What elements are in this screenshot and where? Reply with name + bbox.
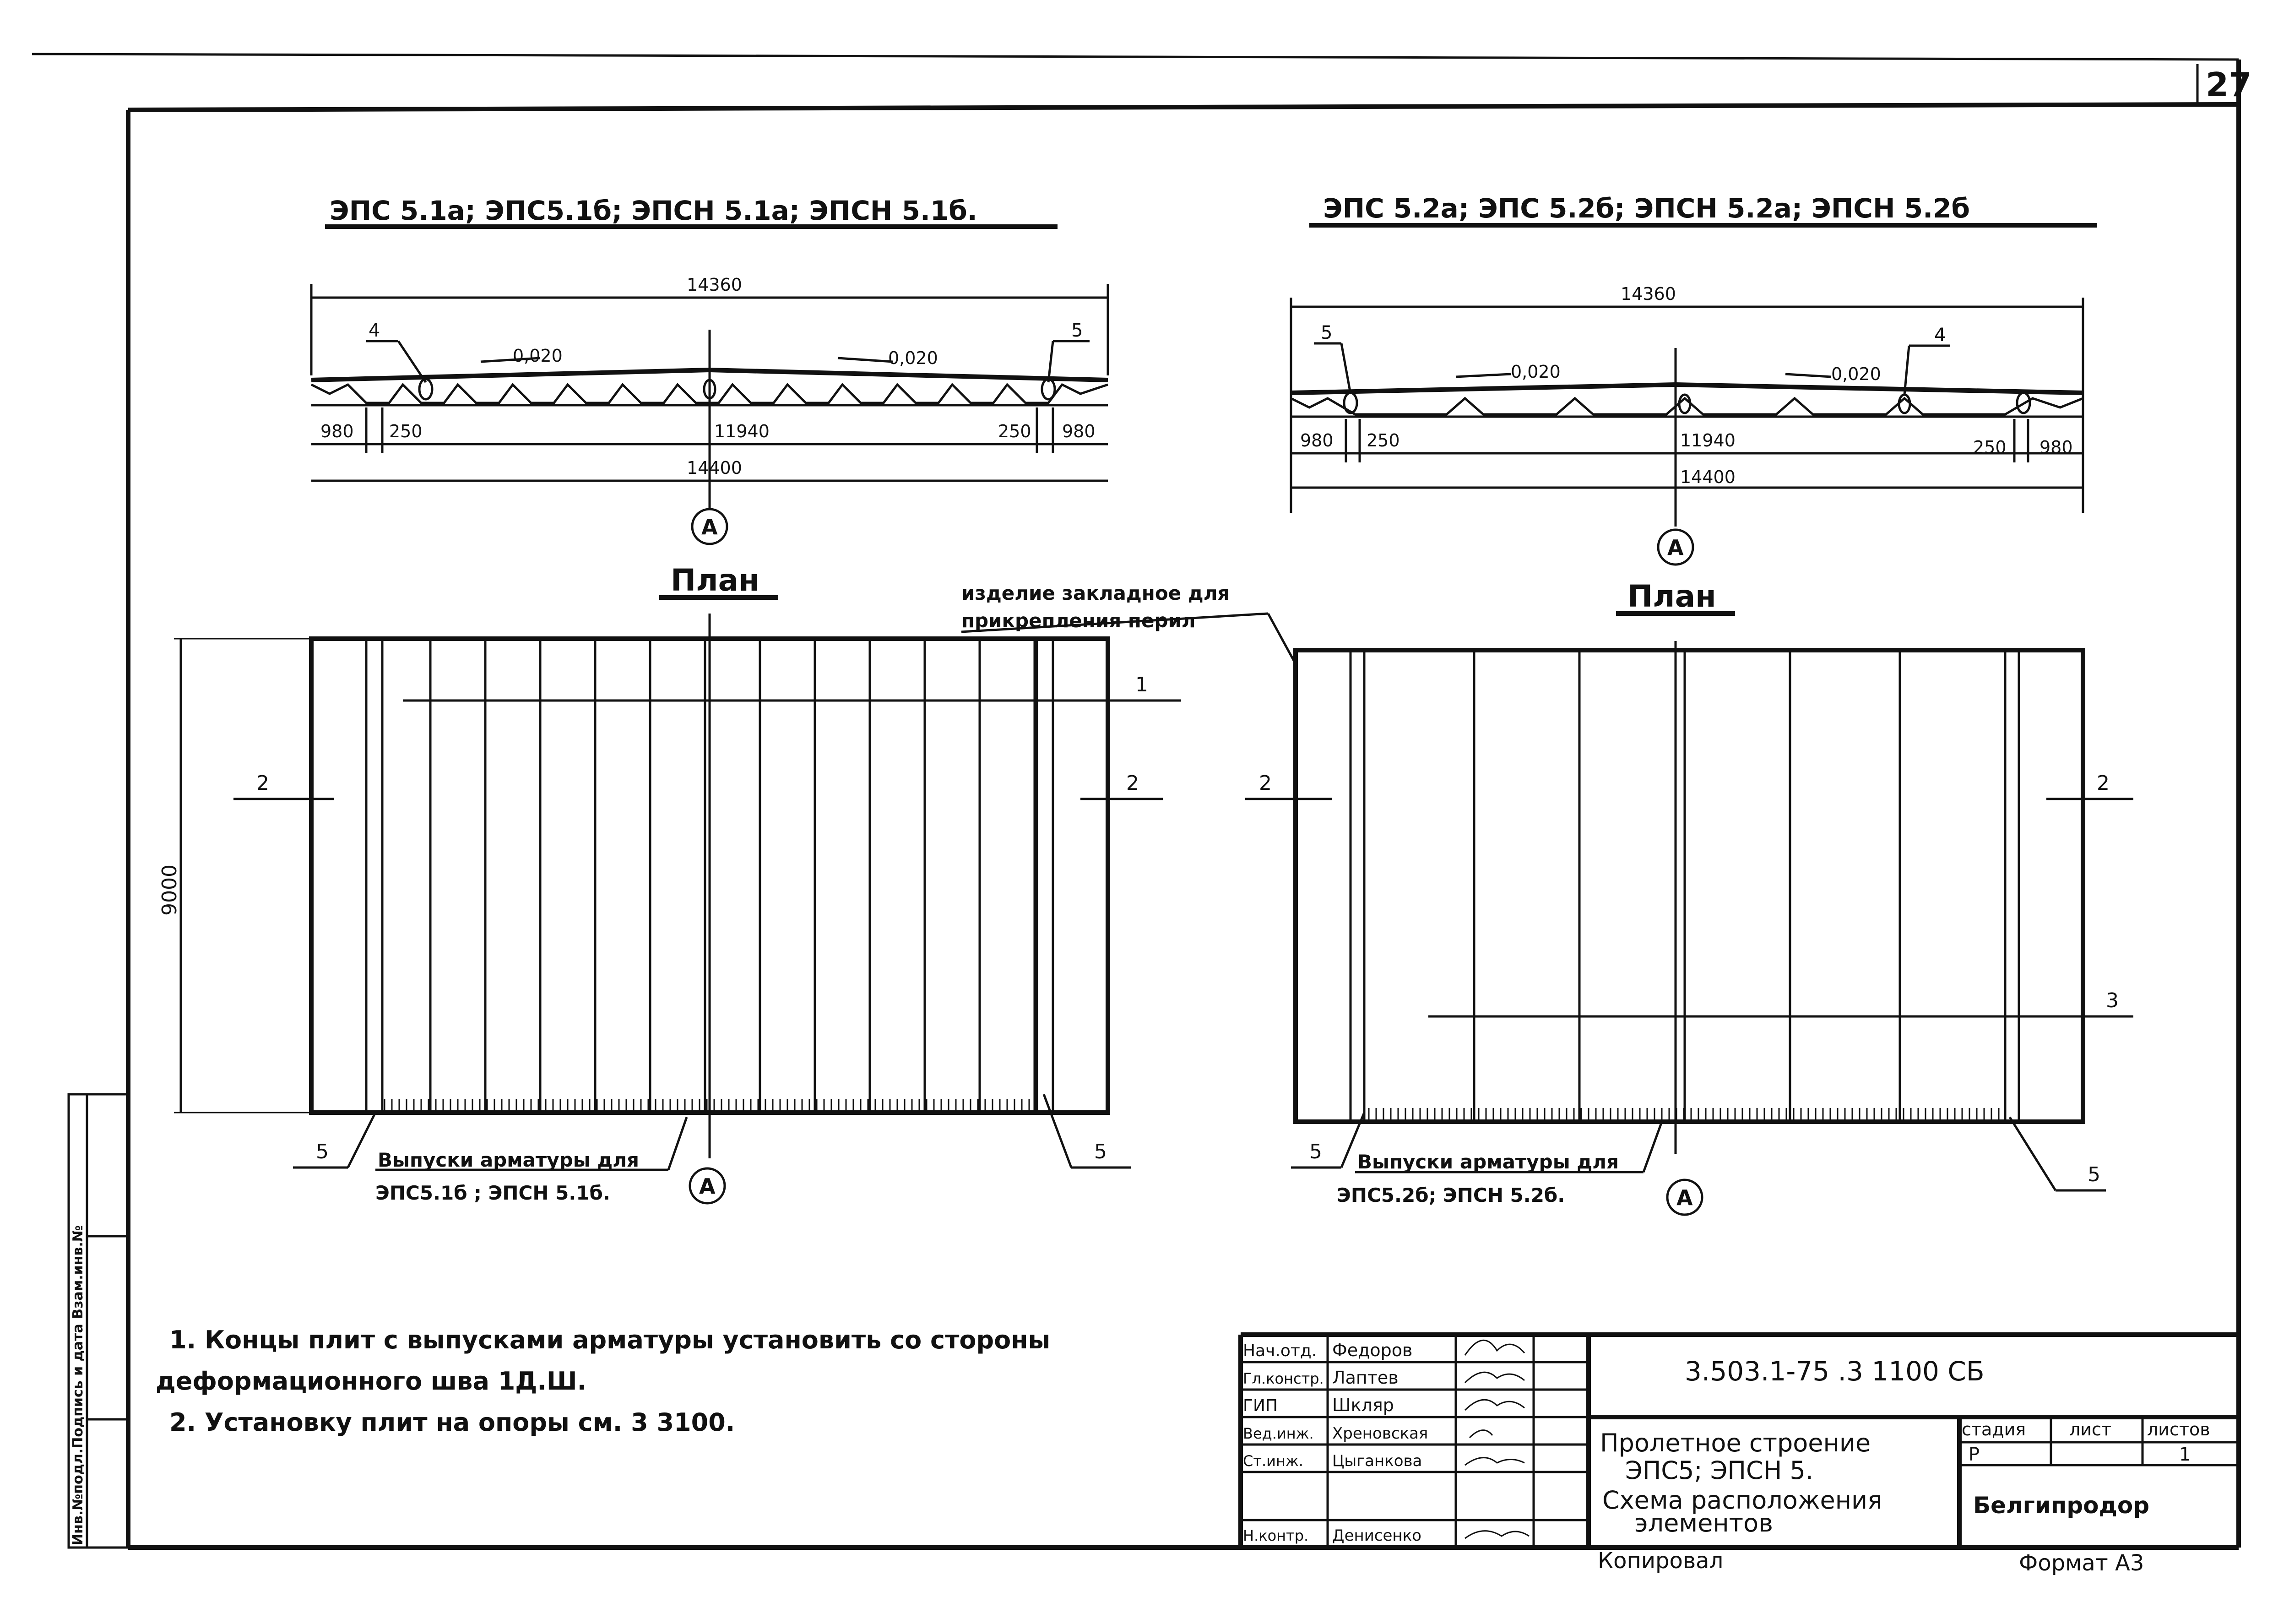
right-plan-axis: А [1676, 1185, 1693, 1210]
tb-desc-2: ЭПС5; ЭПСН 5. [1625, 1456, 1813, 1485]
left-plan-title: План [671, 563, 759, 598]
left-label-2-l: 2 [256, 771, 269, 795]
right-label-5-r: 5 [2088, 1163, 2100, 1186]
tb-desc-4: элементов [1634, 1509, 1773, 1537]
tb-format: Формат А3 [2019, 1550, 2144, 1576]
tb-stage-hdr: стадия [1962, 1419, 2026, 1439]
tb-name-6: Денисенко [1332, 1526, 1421, 1545]
embedded-note-line1: изделие закладное для [961, 582, 1230, 604]
right-label-2-r: 2 [2097, 771, 2110, 795]
tb-name-4: Цыганкова [1332, 1452, 1422, 1470]
right-dim-top: 14360 [1621, 284, 1676, 304]
left-label-5-r: 5 [1094, 1140, 1107, 1163]
right-label-2-l: 2 [1259, 771, 1272, 795]
signature-2 [1464, 1399, 1525, 1411]
left-dim-980-r: 980 [1062, 421, 1096, 441]
side-stamp-text: Инв.№подл.Подпись и дата Взам.инв.№ [70, 1225, 86, 1545]
right-axis-label: А [1667, 535, 1684, 560]
right-dim-bottom: 14400 [1680, 467, 1736, 487]
right-plan [1293, 641, 2133, 1154]
left-dim-height: 9000 [158, 864, 181, 916]
tb-stage-val: Р [1969, 1444, 1980, 1465]
left-label-2-r: 2 [1126, 771, 1139, 795]
right-label-5-l: 5 [1309, 1140, 1322, 1163]
tb-desc-1: Пролетное строение [1600, 1428, 1871, 1457]
tb-sheet-hdr: лист [2069, 1419, 2111, 1439]
left-dim-980-l: 980 [320, 421, 354, 441]
right-title: ЭПС 5.2а; ЭПС 5.2б; ЭПСН 5.2а; ЭПСН 5.2б [1323, 193, 1970, 224]
signature-4 [1465, 1457, 1525, 1466]
left-dim-250-r: 250 [998, 421, 1031, 441]
note-1-line2: деформационного шва 1Д.Ш. [156, 1367, 586, 1396]
left-callout-5: 5 [1071, 320, 1083, 341]
signature-3 [1469, 1429, 1493, 1439]
tb-name-0: Федоров [1332, 1340, 1412, 1360]
left-title: ЭПС 5.1а; ЭПС5.1б; ЭПСН 5.1а; ЭПСН 5.1б. [330, 195, 977, 226]
signature-6 [1465, 1530, 1530, 1539]
side-stamp: Инв.№подл.Подпись и дата Взам.инв.№ [67, 1093, 130, 1549]
right-release-line1: Выпуски арматуры для [1357, 1151, 1619, 1173]
tb-name-3: Хреновская [1332, 1424, 1428, 1443]
left-section: ЭПС 5.1а; ЭПС5.1б; ЭПСН 5.1а; ЭПСН 5.1б.… [158, 195, 1181, 1205]
sheet-frame [32, 53, 2241, 1550]
tb-desc-3: Схема расположения [1602, 1486, 1882, 1515]
sheet-number: 27 [2206, 65, 2251, 104]
tb-org: Белгипродор [1973, 1492, 2149, 1519]
right-slope-left: 0,020 [1511, 362, 1561, 382]
left-release-line2: ЭПС5.1б ; ЭПСН 5.1б. [375, 1182, 610, 1204]
right-dim-mid: 11940 [1680, 430, 1736, 451]
signature-1 [1464, 1371, 1525, 1384]
right-slope-right: 0,020 [1831, 364, 1881, 384]
right-dim-980-l: 980 [1300, 430, 1334, 451]
signature-0 [1464, 1339, 1525, 1356]
left-release-line1: Выпуски арматуры для [378, 1149, 639, 1171]
left-plan: 9000 [158, 614, 1181, 1158]
left-dim-250-l: 250 [389, 421, 423, 441]
embedded-part-note: изделие закладное для прикрепления перил [961, 582, 1297, 665]
title-block: Нач.отд. Гл.констр. ГИП Вед.инж. Ст.инж.… [1238, 1332, 2239, 1576]
right-release-line2: ЭПС5.2б; ЭПСН 5.2б. [1337, 1184, 1565, 1206]
left-label-5-l: 5 [316, 1140, 329, 1163]
tb-role-2: ГИП [1243, 1396, 1278, 1415]
tb-code: 3.503.1-75 .3 1100 СБ [1685, 1356, 1985, 1387]
tb-role-1: Гл.констр. [1243, 1370, 1324, 1387]
tb-role-4: Ст.инж. [1243, 1452, 1303, 1470]
right-label-3: 3 [2106, 989, 2119, 1012]
right-dim-250-l: 250 [1367, 430, 1400, 451]
tb-name-1: Лаптев [1332, 1368, 1399, 1388]
right-plan-title: План [1627, 579, 1716, 614]
tb-copied: Копировал [1598, 1548, 1723, 1574]
left-dim-bottom: 14400 [687, 458, 742, 478]
tb-role-6: Н.контр. [1243, 1527, 1308, 1544]
right-dim-980-r: 980 [2039, 437, 2073, 457]
tb-sheets-val: 1 [2179, 1444, 2191, 1465]
tb-role-3: Вед.инж. [1243, 1425, 1314, 1442]
notes: 1. Концы плит с выпусками арматуры устан… [156, 1325, 1050, 1437]
tb-name-2: Шкляр [1332, 1395, 1394, 1415]
tb-sheets-hdr: листов [2147, 1419, 2210, 1439]
left-dim-mid: 11940 [714, 421, 770, 441]
right-callout-4: 4 [1934, 325, 1946, 346]
left-axis-label: А [701, 515, 718, 539]
right-section: ЭПС 5.2а; ЭПС 5.2б; ЭПСН 5.2а; ЭПСН 5.2б… [1245, 193, 2133, 1216]
left-dim-top: 14360 [687, 275, 742, 295]
note-1-line1: 1. Концы плит с выпусками арматуры устан… [169, 1325, 1050, 1354]
left-slope-left: 0,020 [513, 346, 563, 366]
left-plan-axis: А [699, 1174, 716, 1199]
tb-role-0: Нач.отд. [1243, 1342, 1317, 1360]
left-label-1: 1 [1135, 673, 1148, 696]
left-slope-right: 0,020 [888, 348, 938, 368]
right-callout-5: 5 [1321, 322, 1332, 343]
note-2: 2. Установку плит на опоры см. 3 3100. [169, 1408, 735, 1437]
left-callout-4: 4 [369, 320, 380, 341]
right-dim-250-r: 250 [1973, 437, 2007, 457]
